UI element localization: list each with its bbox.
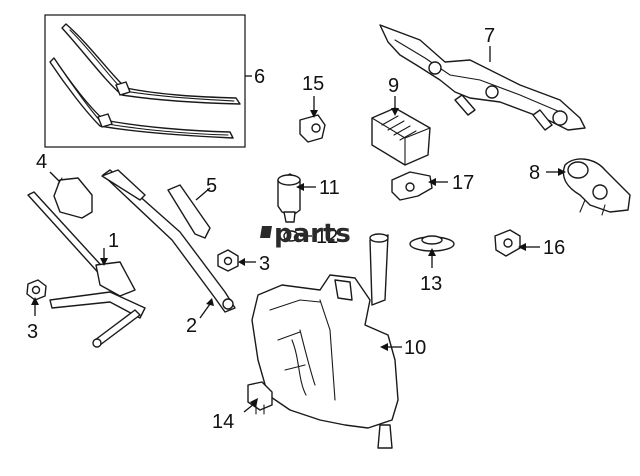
linkage-bracket [454,94,476,116]
callout-5: 5 [206,175,217,197]
motor-gear [592,184,608,200]
linkage-rod [49,291,146,319]
callout-6: 6 [254,66,265,88]
wiper-blade-upper [61,23,241,105]
connector-16-port [503,238,513,248]
arrowhead-15 [310,110,318,118]
arrowhead-8 [558,168,566,176]
reservoir-filler-cap [369,233,389,243]
arrowhead-17 [428,178,436,186]
nut-center-hole [223,256,233,266]
control-module [371,107,431,166]
module-housing [371,107,431,166]
module-pins [381,115,417,141]
wiper-arm-left [27,191,146,348]
callout-10: 10 [404,337,426,359]
bracket-17-hole [405,182,415,192]
wiper-arm-left-head [95,261,136,297]
grommet-12 [283,230,299,242]
leader-4 [49,171,61,183]
leader-lines [31,46,566,413]
wiper-blade-lower [49,57,234,139]
linkage-rod-lower [94,309,141,346]
blade-adapter-lower [97,113,113,128]
reservoir-drain-tab [377,424,393,449]
arrowhead-9 [391,108,399,116]
callout-1: 1 [108,230,119,252]
washer-pump [277,173,301,223]
connector-15 [299,114,326,143]
linkage-bracket-right [532,109,553,131]
callout-15: 15 [302,73,324,95]
arm-cap [53,177,93,219]
wiper-arm-right-tip [101,169,146,201]
linkage-frame-rib [394,39,561,113]
wiper-arm-right-pivot [222,298,234,310]
callout-7: 7 [484,25,495,47]
reservoir-filler-neck [369,234,389,306]
arrowhead-11 [296,183,304,191]
watermark-text: parts [274,219,351,249]
bracket-17 [391,171,433,201]
reservoir-top-fitting [334,279,353,301]
motor-end-cap [567,161,589,179]
arm-cap-tip [57,177,63,185]
linkage-rod-end [92,338,102,348]
callout-16: 16 [543,237,565,259]
washer-reservoir [251,233,399,449]
callout-17: 17 [452,172,474,194]
callout-8: 8 [529,162,540,184]
callout-12: 12 [316,226,338,248]
callout-3-left: 3 [27,321,38,343]
filler-cap-13-top [421,235,443,245]
leader-14 [243,403,255,413]
blade-adapter-upper [115,81,131,96]
reservoir-hoses [291,329,316,396]
arrowhead-3a [31,297,39,305]
linkage-pivot-center [485,85,499,99]
nut-left-hole [31,285,41,295]
arm-cover [167,184,211,239]
arm-cap-body [53,177,93,219]
reservoir-ribs [269,299,336,401]
grommet-12-body [283,230,299,242]
connector-16 [494,229,521,257]
callout-3-center: 3 [259,253,270,275]
wiper-arm-right [101,169,236,313]
callout-14: 14 [212,411,234,433]
watermark: parts [260,219,351,249]
watermark-mark [260,226,272,238]
connector-15-port [311,123,321,133]
linkage-pivot-right [552,110,568,126]
arrowhead-3b [238,258,245,266]
linkage-pivot-left [428,61,442,75]
washer-pump-cap [277,174,301,186]
arrowhead-1 [100,258,108,266]
arrowhead-10 [380,343,388,351]
arrowhead-13 [428,248,436,256]
callout-4: 4 [36,151,47,173]
callout-2: 2 [186,315,197,337]
leader-2 [199,303,211,319]
wiper-blade-set [44,14,246,148]
callout-13: 13 [420,273,442,295]
callout-11: 11 [319,177,340,199]
callout-labels: 1 2 3 3 4 5 6 7 8 9 10 11 12 13 14 15 16… [27,25,565,433]
wiper-motor [562,158,631,216]
leader-5 [195,187,211,201]
nut-left [26,279,47,301]
washer-pump-outlet [283,211,296,223]
wiper-linkage-frame [379,24,586,131]
nut-center [217,249,239,272]
arrowhead-2 [206,298,214,306]
arrowhead-14 [250,398,258,408]
motor-mount-tabs [579,199,606,216]
arrowhead-16 [518,243,526,251]
callout-9: 9 [388,75,399,97]
arm-cover-body [167,184,211,239]
